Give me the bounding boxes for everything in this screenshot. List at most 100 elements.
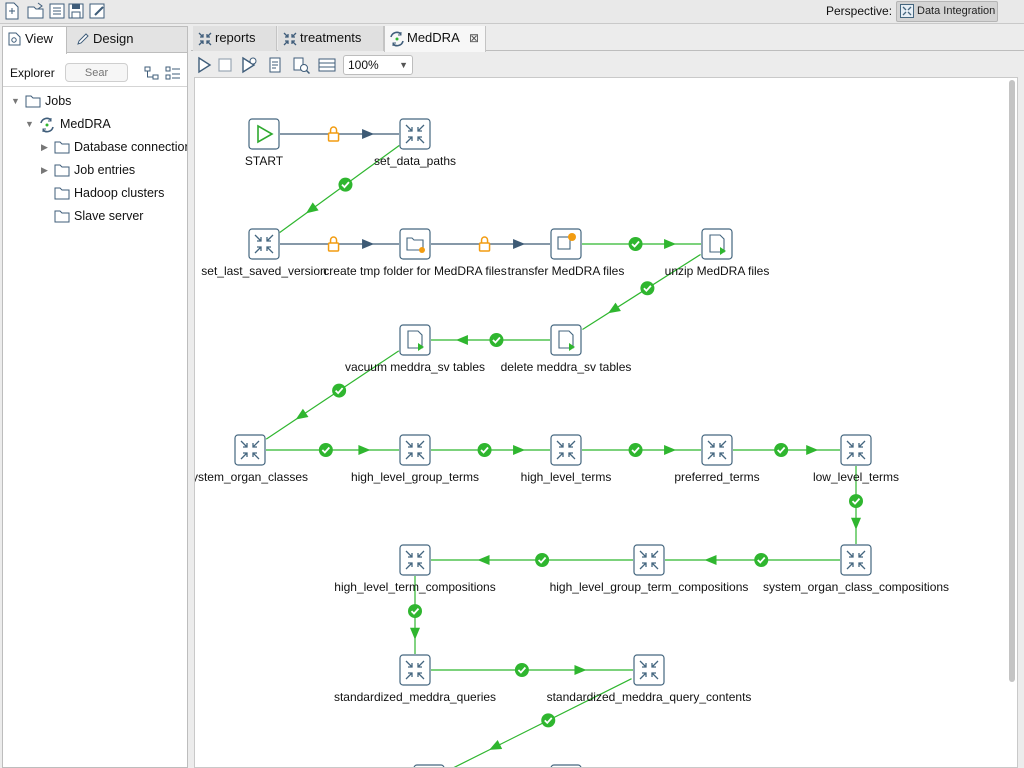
collapsed-arrow-icon[interactable]: ▶ <box>41 142 48 152</box>
preview-icon[interactable] <box>240 56 258 74</box>
tab-design[interactable]: Design <box>71 27 137 53</box>
lock-icon[interactable] <box>327 236 340 252</box>
job-entry-unzip[interactable]: unzip MedDRA files <box>665 228 770 278</box>
hop-soc_comp-to-hlgt_comp[interactable] <box>665 553 840 567</box>
job-entry-delete[interactable]: delete meddra_sv tables <box>501 324 632 374</box>
job-entry-soc_comp[interactable]: system_organ_class_compositions <box>763 544 949 594</box>
close-tab-icon[interactable]: ⊠ <box>468 31 479 45</box>
hop-hlt_comp-to-smq[interactable] <box>408 576 422 654</box>
tree-item-hadoop-clusters[interactable]: Hadoop clusters <box>3 183 187 203</box>
hop-transfer-to-unzip[interactable] <box>582 237 701 251</box>
hop-smq-to-smq_contents[interactable] <box>431 663 633 677</box>
hop-delete-to-vacuum[interactable] <box>431 333 550 347</box>
job-entry-soc[interactable]: ystem_organ_classes <box>195 434 308 484</box>
hop-pt-to-llt[interactable] <box>733 443 840 457</box>
success-badge-icon[interactable] <box>774 443 789 457</box>
job-entry-next_a[interactable] <box>413 764 445 768</box>
success-badge-icon[interactable] <box>489 333 504 347</box>
canvas-vertical-scrollbar[interactable] <box>1007 78 1017 768</box>
job-entry-vacuum[interactable]: vacuum meddra_sv tables <box>345 324 485 374</box>
success-badge-icon[interactable] <box>628 443 643 457</box>
sql-icon[interactable] <box>318 56 336 74</box>
left-panel: View Design Explorer ▼ <box>2 26 188 768</box>
lock-icon[interactable] <box>478 236 491 252</box>
success-badge-icon[interactable] <box>318 443 333 457</box>
job-entry-hlgt_comp[interactable]: high_level_group_term_compositions <box>550 544 749 594</box>
success-badge-icon[interactable] <box>408 604 422 619</box>
hop-unzip-to-delete[interactable] <box>582 253 701 331</box>
hop-vacuum-to-soc[interactable] <box>265 350 400 440</box>
check-icon[interactable] <box>266 56 284 74</box>
tab-view[interactable]: View <box>3 27 67 54</box>
save-icon[interactable] <box>67 2 85 20</box>
success-badge-icon[interactable] <box>535 553 550 567</box>
job-entry-label: unzip MedDRA files <box>665 264 770 278</box>
hop-hlgt_comp-to-hlt_comp[interactable] <box>431 553 633 567</box>
job-entry-start[interactable]: START <box>245 118 284 168</box>
hop-arrowhead <box>477 555 490 565</box>
hop-smq_contents-to-next_a[interactable] <box>446 678 632 768</box>
job-entry-llt[interactable]: low_level_terms <box>813 434 899 484</box>
open-folder-icon[interactable] <box>27 2 45 20</box>
lock-icon[interactable] <box>327 126 340 142</box>
hop-set_last_saved_version-to-create_tmp[interactable] <box>280 236 399 252</box>
job-entry-set_data_paths[interactable]: set_data_paths <box>374 118 456 168</box>
perspective-switch-button[interactable]: Data Integration <box>896 1 998 22</box>
analyze-icon[interactable] <box>292 56 310 74</box>
job-entry-smq_contents[interactable]: standardized_meddra_query_contents <box>547 654 752 704</box>
success-badge-icon[interactable] <box>541 713 556 728</box>
hop-start-to-set_data_paths[interactable] <box>280 126 399 142</box>
hop-soc-to-hlgt[interactable] <box>266 443 399 457</box>
success-badge-icon[interactable] <box>849 494 863 509</box>
hop-arrowhead <box>305 202 319 214</box>
tree-item-slave-server[interactable]: Slave server <box>3 206 187 226</box>
success-badge-icon[interactable] <box>477 443 492 457</box>
collapse-tree-icon[interactable] <box>144 66 160 80</box>
main-toolbar: Perspective: Data Integration <box>0 0 1024 24</box>
new-file-icon[interactable] <box>3 2 21 20</box>
success-badge-icon[interactable] <box>514 663 529 677</box>
hop-create_tmp-to-transfer[interactable] <box>431 236 550 252</box>
hop-arrowhead <box>362 239 375 249</box>
hop-llt-to-soc_comp[interactable] <box>849 466 863 544</box>
success-badge-icon[interactable] <box>754 553 769 567</box>
hop-set_data_paths-to-set_last_saved_version[interactable] <box>279 144 400 234</box>
job-entry-hlgt[interactable]: high_level_group_terms <box>351 434 479 484</box>
tree-item-job-entries[interactable]: ▶ Job entries <box>3 160 187 180</box>
success-badge-icon[interactable] <box>332 383 347 398</box>
hop-hlgt-to-hlt[interactable] <box>431 443 550 457</box>
collapsed-arrow-icon[interactable]: ▶ <box>41 165 48 175</box>
tree-item-jobs[interactable]: ▼ Jobs <box>3 91 187 111</box>
tab-treatments[interactable]: treatments <box>278 26 384 51</box>
job-entry-hlt_comp[interactable]: high_level_term_compositions <box>334 544 496 594</box>
success-badge-icon[interactable] <box>628 237 643 251</box>
job-entry-create_tmp[interactable]: create tmp folder for MedDRA files <box>323 228 507 278</box>
job-flow-diagram[interactable]: START set_data_paths set_last_saved_versio… <box>195 78 1018 768</box>
success-badge-icon[interactable] <box>338 177 353 192</box>
hop-hlt-to-pt[interactable] <box>582 443 701 457</box>
tree-item-meddra[interactable]: ▼ MedDRA <box>3 114 187 134</box>
save-as-icon[interactable] <box>88 2 106 20</box>
job-entry-transfer[interactable]: transfer MedDRA files <box>508 228 625 278</box>
tab-reports[interactable]: reports <box>193 26 277 51</box>
explorer-search-input[interactable] <box>65 63 128 82</box>
success-badge-icon[interactable] <box>640 281 655 296</box>
list-view-icon[interactable] <box>165 66 181 80</box>
job-entry-next_b[interactable] <box>550 764 582 768</box>
expanded-arrow-icon[interactable]: ▼ <box>11 96 20 106</box>
run-icon[interactable] <box>195 56 213 74</box>
hop-arrowhead <box>410 627 420 640</box>
tree-item-database-connections[interactable]: ▶ Database connections <box>3 137 187 157</box>
zoom-select[interactable]: 100% ▼ <box>343 55 413 75</box>
expanded-arrow-icon[interactable]: ▼ <box>25 119 34 129</box>
job-entry-pt[interactable]: preferred_terms <box>674 434 760 484</box>
scrollbar-thumb[interactable] <box>1009 80 1015 682</box>
stop-icon[interactable] <box>216 56 234 74</box>
job-entry-hlt[interactable]: high_level_terms <box>521 434 612 484</box>
tab-meddra[interactable]: MedDRA ⊠ <box>384 26 486 52</box>
job-entry-smq[interactable]: standardized_meddra_queries <box>334 654 496 704</box>
job-entry-box <box>399 118 431 150</box>
explorer-icon[interactable] <box>48 2 66 20</box>
job-canvas[interactable]: START set_data_paths set_last_saved_versio… <box>194 77 1018 768</box>
job-entry-set_last_saved_version[interactable]: set_last_saved_version <box>201 228 327 278</box>
